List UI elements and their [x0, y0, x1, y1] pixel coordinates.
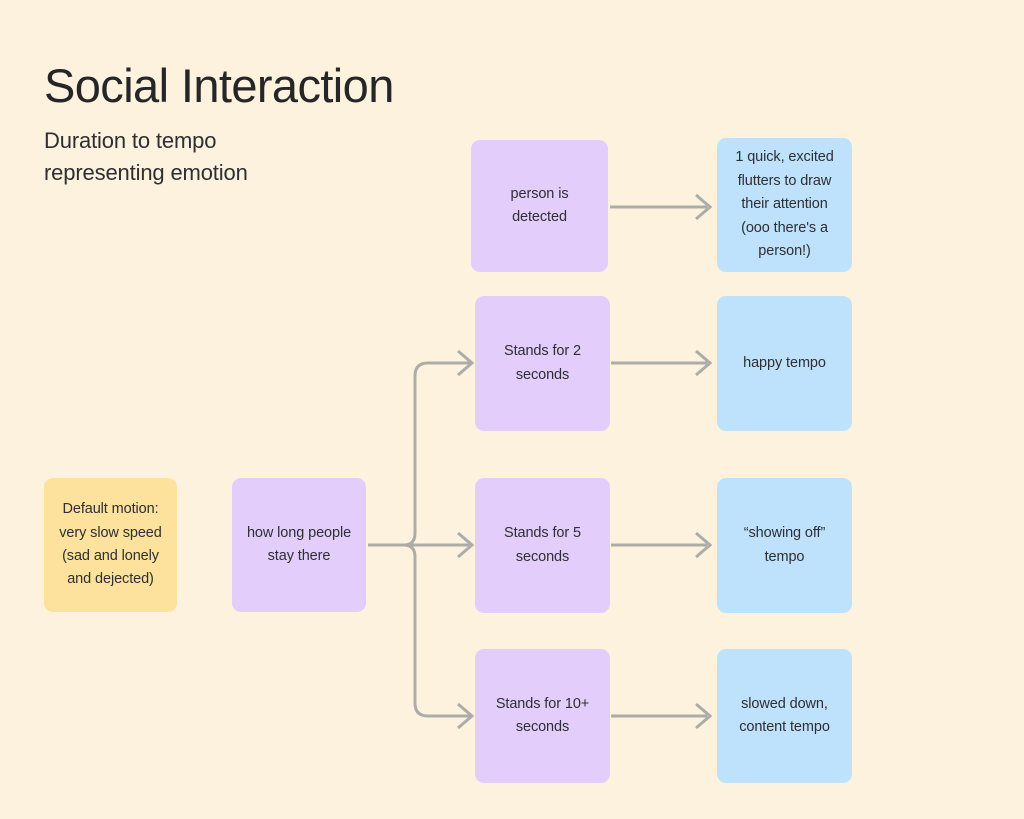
node-stands-10s-result[interactable]: slowed down, content tempo	[717, 649, 852, 783]
connector-branch-to-stands-5s	[404, 531, 475, 559]
page-subtitle: Duration to tempo representing emotion	[44, 128, 248, 185]
page-title: Social Interaction	[44, 59, 394, 112]
node-stands-5s[interactable]: Stands for 5 seconds	[475, 478, 610, 613]
node-stands-10s[interactable]: Stands for 10+ seconds	[475, 649, 610, 783]
connector-stands-2s-to-result	[611, 349, 713, 377]
node-default-motion[interactable]: Default motion: very slow speed (sad and…	[44, 478, 177, 612]
node-stands-2s-result[interactable]: happy tempo	[717, 296, 852, 431]
connector-branch-to-stands-2s	[403, 349, 475, 547]
node-duration-trigger[interactable]: how long people stay there	[232, 478, 366, 612]
header-block: Social Interaction Duration to tempo rep…	[44, 62, 504, 189]
connector-branch-to-stands-10s	[403, 543, 475, 730]
connector-stands-10s-to-result	[611, 702, 713, 730]
node-person-detected-result[interactable]: 1 quick, excited flutters to draw their …	[717, 138, 852, 272]
connector-person-detected-to-result	[610, 193, 713, 221]
node-stands-2s[interactable]: Stands for 2 seconds	[475, 296, 610, 431]
node-stands-5s-result[interactable]: “showing off” tempo	[717, 478, 852, 613]
node-person-detected[interactable]: person is detected	[471, 140, 608, 272]
connector-stands-5s-to-result	[611, 531, 713, 559]
